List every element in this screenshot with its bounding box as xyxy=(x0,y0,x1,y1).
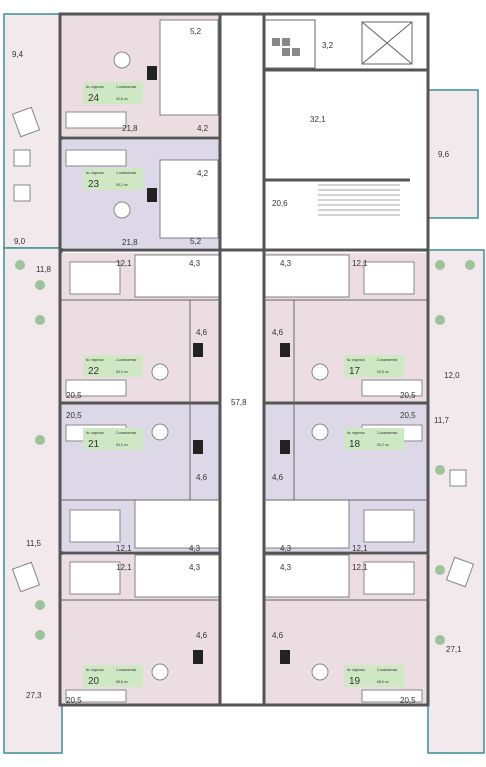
svg-text:12,1: 12,1 xyxy=(116,259,132,268)
svg-text:4,6: 4,6 xyxy=(196,473,208,482)
svg-text:20,5: 20,5 xyxy=(66,391,82,400)
svg-text:4,3: 4,3 xyxy=(280,259,292,268)
svg-text:5,2: 5,2 xyxy=(190,27,202,36)
room-area-labels: 9,4 5,2 21,8 4,2 4,2 21,8 5,2 9,0 11,8 1… xyxy=(12,27,462,705)
svg-text:11,7: 11,7 xyxy=(434,416,450,425)
svg-text:68,8 m²: 68,8 m² xyxy=(116,680,129,684)
svg-text:4,2: 4,2 xyxy=(197,169,209,178)
svg-text:21,8: 21,8 xyxy=(122,238,138,247)
svg-text:№ отделка: № отделка xyxy=(86,358,104,362)
svg-text:9,6: 9,6 xyxy=(438,150,450,159)
svg-text:4,6: 4,6 xyxy=(196,631,208,640)
svg-text:40,2 m²: 40,2 m² xyxy=(116,183,129,187)
svg-text:20,5: 20,5 xyxy=(400,411,416,420)
svg-text:12,0: 12,0 xyxy=(444,371,460,380)
svg-text:27,1: 27,1 xyxy=(446,645,462,654)
svg-text:53,0 m²: 53,0 m² xyxy=(116,443,129,447)
corridor xyxy=(222,0,262,767)
svg-text:12,1: 12,1 xyxy=(116,544,132,553)
svg-text:4,3: 4,3 xyxy=(189,259,201,268)
svg-text:№ отделка: № отделка xyxy=(86,668,104,672)
apt-tag-18: № отделка 2-комнатная 18 53,2 m² xyxy=(344,428,404,450)
svg-text:20,5: 20,5 xyxy=(66,411,82,420)
svg-text:4,6: 4,6 xyxy=(272,473,284,482)
svg-text:4,2: 4,2 xyxy=(197,124,209,133)
svg-text:12,1: 12,1 xyxy=(116,563,132,572)
svg-text:2-комнатная: 2-комнатная xyxy=(116,668,136,672)
svg-text:53,2 m²: 53,2 m² xyxy=(377,443,390,447)
apt-tag-24: № отделка 1-комнатная 24 40,6 m² xyxy=(83,82,143,104)
svg-text:№ отделка: № отделка xyxy=(347,668,365,672)
svg-text:27,3: 27,3 xyxy=(26,691,42,700)
terrace-left xyxy=(3,247,63,754)
svg-text:22: 22 xyxy=(88,366,100,377)
apt-tag-17: № отделка 2-комнатная 17 53,5 m² xyxy=(344,355,404,377)
terrace-right xyxy=(427,249,485,754)
svg-text:4,6: 4,6 xyxy=(196,328,208,337)
svg-text:12,1: 12,1 xyxy=(352,544,368,553)
svg-text:5,2: 5,2 xyxy=(190,237,202,246)
apt-tag-23: № отделка 1-комнатная 23 40,2 m² xyxy=(83,168,143,190)
svg-text:11,5: 11,5 xyxy=(26,539,42,548)
svg-text:2-комнатная: 2-комнатная xyxy=(377,358,397,362)
svg-text:24: 24 xyxy=(88,93,100,104)
svg-text:53,3 m²: 53,3 m² xyxy=(116,370,129,374)
svg-text:12,1: 12,1 xyxy=(352,259,368,268)
svg-text:2-комнатная: 2-комнатная xyxy=(377,431,397,435)
svg-text:20,5: 20,5 xyxy=(400,696,416,705)
svg-text:20,5: 20,5 xyxy=(400,391,416,400)
svg-text:23: 23 xyxy=(88,179,100,190)
svg-text:№ отделка: № отделка xyxy=(347,431,365,435)
svg-text:20,6: 20,6 xyxy=(272,199,288,208)
svg-text:№ отделка: № отделка xyxy=(347,358,365,362)
svg-text:19: 19 xyxy=(349,676,361,687)
svg-text:4,3: 4,3 xyxy=(189,544,201,553)
svg-text:1-комнатная: 1-комнатная xyxy=(116,85,136,89)
svg-text:68,6 m²: 68,6 m² xyxy=(377,680,390,684)
svg-text:32,1: 32,1 xyxy=(310,115,326,124)
svg-text:11,8: 11,8 xyxy=(36,265,52,274)
svg-text:9,4: 9,4 xyxy=(12,50,24,59)
svg-text:53,5 m²: 53,5 m² xyxy=(377,370,390,374)
apt-tag-21: № отделка 2-комнатная 21 53,0 m² xyxy=(83,428,143,450)
svg-text:18: 18 xyxy=(349,439,361,450)
svg-text:3,2: 3,2 xyxy=(322,41,334,50)
svg-text:17: 17 xyxy=(349,366,361,377)
svg-text:20,5: 20,5 xyxy=(66,696,82,705)
svg-text:2-комнатная: 2-комнатная xyxy=(377,668,397,672)
svg-text:57,8: 57,8 xyxy=(231,398,247,407)
apt-tag-19: № отделка 2-комнатная 19 68,6 m² xyxy=(344,665,404,687)
svg-text:№ отделка: № отделка xyxy=(86,171,104,175)
svg-text:4,3: 4,3 xyxy=(189,563,201,572)
svg-text:1-комнатная: 1-комнатная xyxy=(116,171,136,175)
svg-text:12,1: 12,1 xyxy=(352,563,368,572)
svg-text:№ отделка: № отделка xyxy=(86,431,104,435)
svg-text:40,6 m²: 40,6 m² xyxy=(116,97,129,101)
svg-text:4,3: 4,3 xyxy=(280,544,292,553)
svg-text:9,0: 9,0 xyxy=(14,237,26,246)
svg-text:20: 20 xyxy=(88,676,100,687)
apt-tag-22: № отделка 2-комнатная 22 53,3 m² xyxy=(83,355,143,377)
svg-text:4,6: 4,6 xyxy=(272,631,284,640)
svg-text:21,8: 21,8 xyxy=(122,124,138,133)
svg-text:4,6: 4,6 xyxy=(272,328,284,337)
svg-text:21: 21 xyxy=(88,439,100,450)
svg-text:4,3: 4,3 xyxy=(280,563,292,572)
svg-text:2-комнатная: 2-комнатная xyxy=(116,358,136,362)
svg-text:№ отделка: № отделка xyxy=(86,85,104,89)
svg-text:2-комнатная: 2-комнатная xyxy=(116,431,136,435)
apt-tag-20: № отделка 2-комнатная 20 68,8 m² xyxy=(83,665,143,687)
